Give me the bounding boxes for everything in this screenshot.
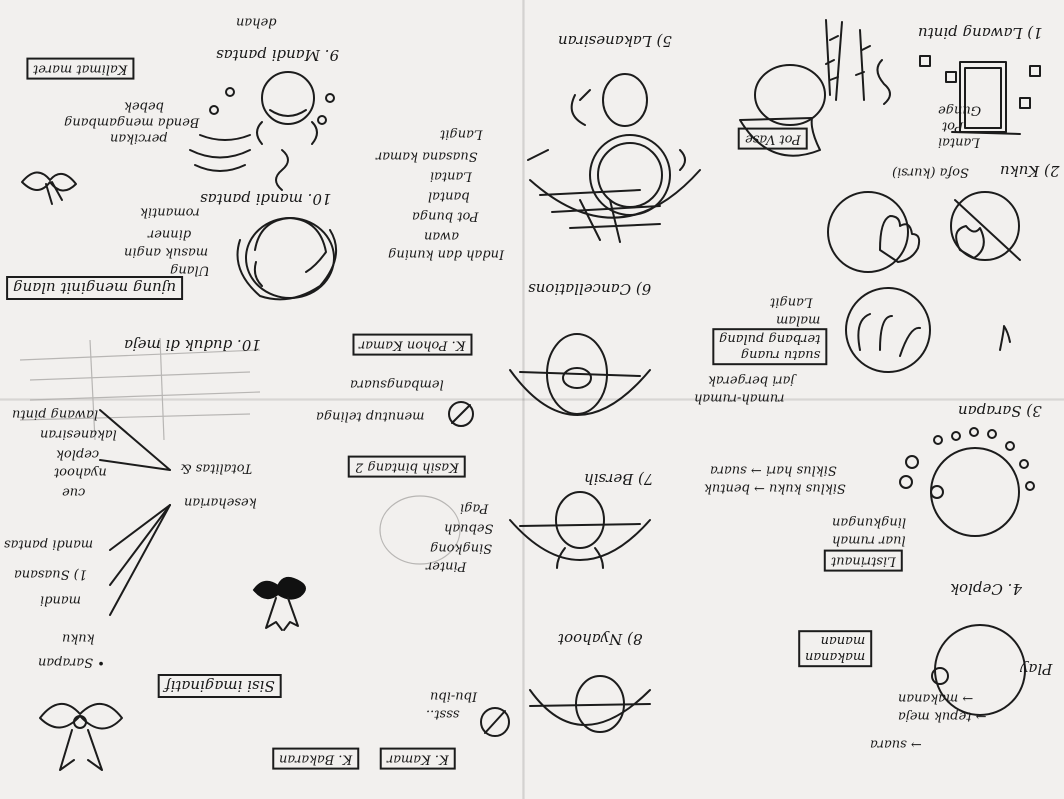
section7-box: Kasih bintang 2 [348, 456, 466, 478]
section5-langit: Langit [440, 126, 482, 142]
section5-indah: Indah dan kuning [388, 246, 504, 262]
list-right-3: ceplok [56, 446, 99, 462]
section11-no-sign: menutup telinga [316, 408, 425, 424]
section7-title: 7) Bersih [584, 470, 653, 488]
section4-arrow1: → makanan [898, 690, 973, 706]
bottom-box-imaginatif: Sisi imaginatif [158, 674, 282, 698]
section9-title: 9. Mandi pantas [216, 46, 339, 64]
hair-head-sketch [238, 218, 337, 299]
section9-top: dehan [236, 14, 277, 30]
section8-note2: ssst.. [426, 706, 460, 722]
section7-note3: Singkong [430, 540, 492, 556]
list-right-4: nyahoot [54, 464, 107, 480]
section9-line2: Benda mengambang [64, 114, 199, 130]
bottom-box-kamar: K. Kamar [380, 748, 456, 770]
section9-line3: percikan [110, 130, 168, 146]
list-left-5: • Sarapan [38, 654, 105, 670]
section1-label-pot: Pot [942, 118, 963, 134]
section7-note4: Pinter [426, 558, 466, 574]
list-left-4: kuku [62, 630, 95, 646]
head-bubbles-sketch [900, 428, 1034, 536]
section2-box: suatu ruang terbang pulang [712, 328, 827, 365]
section5-lantai: Lantai [430, 168, 472, 184]
section3-title: 3) Sarapan [958, 402, 1042, 420]
section3-line1: lingkungan [832, 514, 906, 530]
section6-sketch [510, 334, 650, 415]
section3-line2: luar rumah [832, 532, 906, 548]
section2-box-line1: suatu ruang [719, 347, 820, 363]
section2-langit: Langit [770, 294, 812, 310]
section1-title: 1) Lawang pintu [918, 24, 1043, 42]
section2-sub: Sofa (kursi) [892, 164, 969, 180]
section2-box-line2: terbang pulang [719, 331, 820, 347]
section7-note2: Sebuah [444, 520, 493, 536]
section10-dinner: dinner [148, 226, 191, 242]
hands-sketch [828, 192, 1020, 372]
section7-sketch [510, 492, 650, 568]
section2-malam: malam [776, 312, 820, 328]
bath-sketch [190, 72, 334, 190]
section4-box: makanan manan [798, 630, 872, 667]
section4-box-line1: makanan [805, 649, 865, 665]
section11-box: K. Pohon Kamar [352, 334, 472, 356]
totalitas-line1: Totalitas & [180, 460, 252, 476]
list-left-1: mandi pantas [4, 536, 93, 552]
section10-box: ujung menginit ulang [6, 276, 183, 300]
section5-bantal: bantal [428, 188, 470, 204]
ribbon-filled [254, 578, 305, 630]
section4-title: 4. Ceplok [950, 580, 1022, 598]
bottom-box-bakaran: K. Bakaran [272, 748, 359, 770]
list-right-1: lawang pintu [12, 406, 98, 422]
section11-line: lembangsuara [350, 376, 444, 392]
section3-note2: Siklus kuku → bentuk [704, 480, 846, 496]
section10-title: 10. mandi pantas [200, 190, 332, 208]
section2-jari: jari bergerak [708, 372, 794, 388]
room-scene-sketch [528, 74, 700, 242]
section2-title: 2) Kuku [1000, 162, 1059, 180]
section11-title: 10. duduk di meja [124, 336, 261, 354]
section5-awan: awan [424, 228, 459, 244]
section3-box: Listrinaut [824, 550, 903, 572]
ribbon-sketch-bottom [40, 704, 122, 770]
section4-arrow3: → suara [870, 736, 922, 752]
section6-title: 6) Cancellations [528, 280, 651, 298]
section9-line1: bebek [124, 98, 164, 114]
list-right-5: cue [62, 484, 85, 500]
section8-sketch [530, 676, 650, 732]
totalitas-line2: keseharian [184, 494, 257, 510]
section4-arrow2: → tepuk meja [898, 708, 986, 724]
section3-note1: Siklus hari → suara [710, 462, 837, 478]
section4-box-line2: manan [805, 633, 865, 649]
list-right-2: lakanesiran [40, 426, 117, 442]
section10-romantik: romantik [140, 204, 200, 220]
section5-title: 5) Lakanesiran [558, 32, 672, 50]
ribbon-sketch-top [22, 172, 76, 204]
section9-box: Kalimat maret [26, 58, 134, 80]
section5-pot: Pot bunga [412, 208, 479, 224]
section5-vase: Pot Vase [738, 128, 808, 150]
section5-suasana: Suasana kamar [376, 148, 478, 164]
section4-side: Play [1020, 660, 1052, 678]
section1-label-gunge: Gunge [938, 102, 981, 118]
section8-note1: Ibu-ibu [430, 688, 477, 704]
list-left-2: 1) Suasana [14, 566, 87, 582]
section7-note1: Pagi [460, 500, 488, 516]
section1-label-lantai: Lantai [938, 134, 980, 150]
list-left-3: mandi [40, 592, 81, 608]
section8-title: 8) Nyahoot [558, 630, 642, 648]
section10-angin: masuk angin [124, 244, 208, 260]
section2-rumah: rumah-rumah [694, 390, 784, 406]
